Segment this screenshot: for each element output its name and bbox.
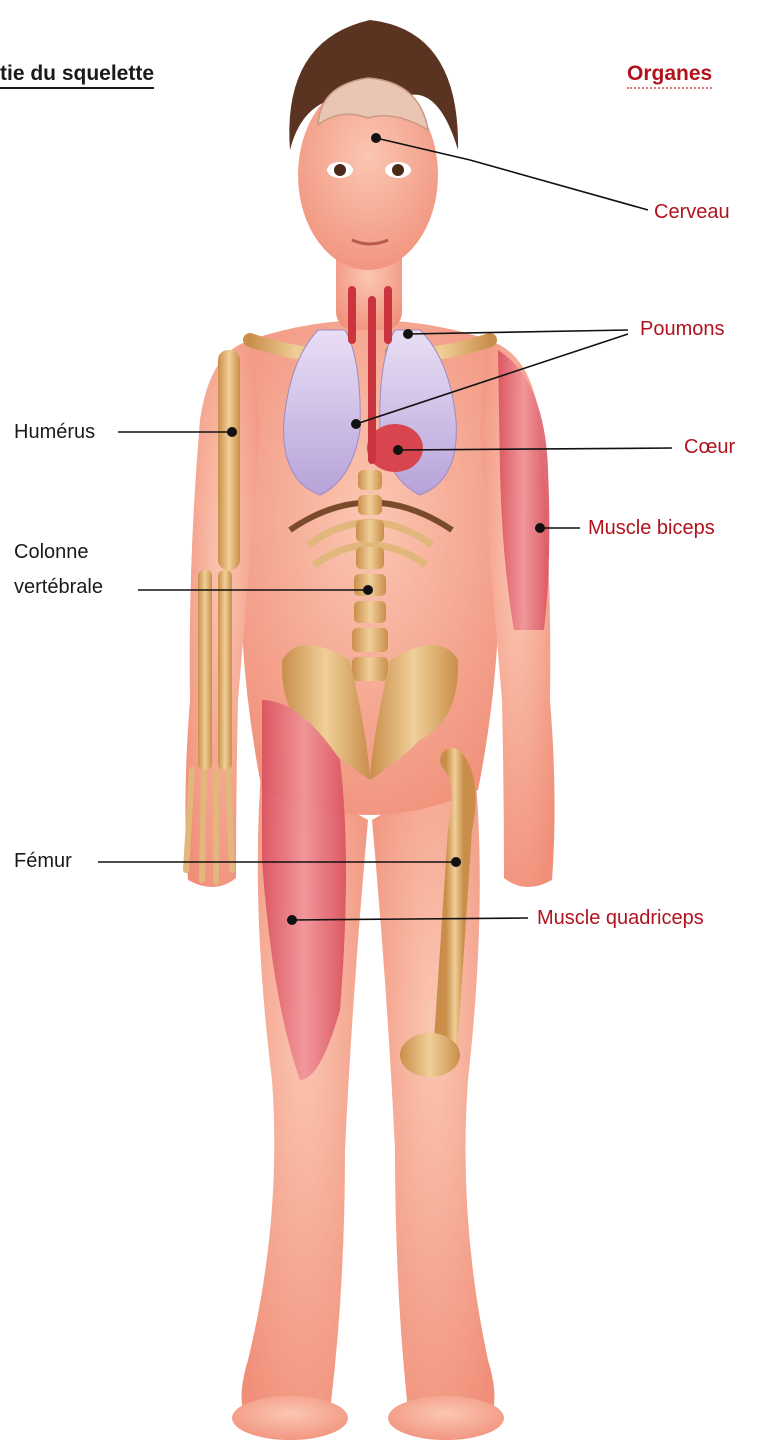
label-femur: Fémur: [14, 849, 72, 873]
label-colonne-line1: Colonne: [14, 540, 89, 564]
label-colonne-line2: vertébrale: [14, 575, 103, 599]
label-humerus: Humérus: [14, 420, 95, 444]
label-coeur: Cœur: [684, 435, 735, 459]
body-silhouette: [185, 20, 554, 1440]
label-muscle-biceps: Muscle biceps: [588, 516, 715, 540]
label-muscle-quadriceps: Muscle quadriceps: [537, 906, 704, 930]
heading-organs: Organes: [627, 62, 712, 89]
label-poumons: Poumons: [640, 317, 725, 341]
label-cerveau: Cerveau: [654, 200, 730, 224]
heading-skeleton: tie du squelette: [0, 62, 154, 89]
